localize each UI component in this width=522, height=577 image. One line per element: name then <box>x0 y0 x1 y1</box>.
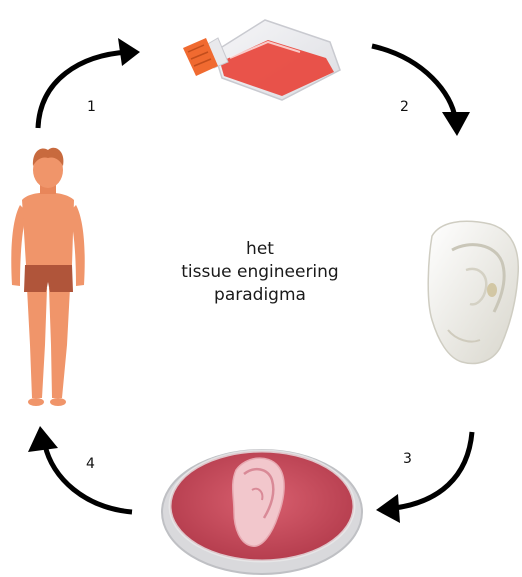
step-number-1: 1 <box>87 99 96 115</box>
step-number-4: 4 <box>86 456 95 472</box>
step-number-3: 3 <box>403 451 412 467</box>
arrow-3 <box>376 432 472 523</box>
center-label-line-1: het <box>150 238 370 261</box>
arrow-2 <box>372 46 470 136</box>
ear-scaffold-icon <box>428 221 518 363</box>
center-label-line-2: tissue engineering <box>150 261 370 284</box>
petri-dish-ear-icon <box>162 450 362 574</box>
center-label: het tissue engineering paradigma <box>150 238 370 307</box>
human-figure-icon <box>11 148 84 406</box>
arrow-4 <box>28 426 132 512</box>
culture-flask-icon <box>183 20 340 100</box>
step-number-2: 2 <box>400 99 409 115</box>
center-label-line-3: paradigma <box>150 284 370 307</box>
